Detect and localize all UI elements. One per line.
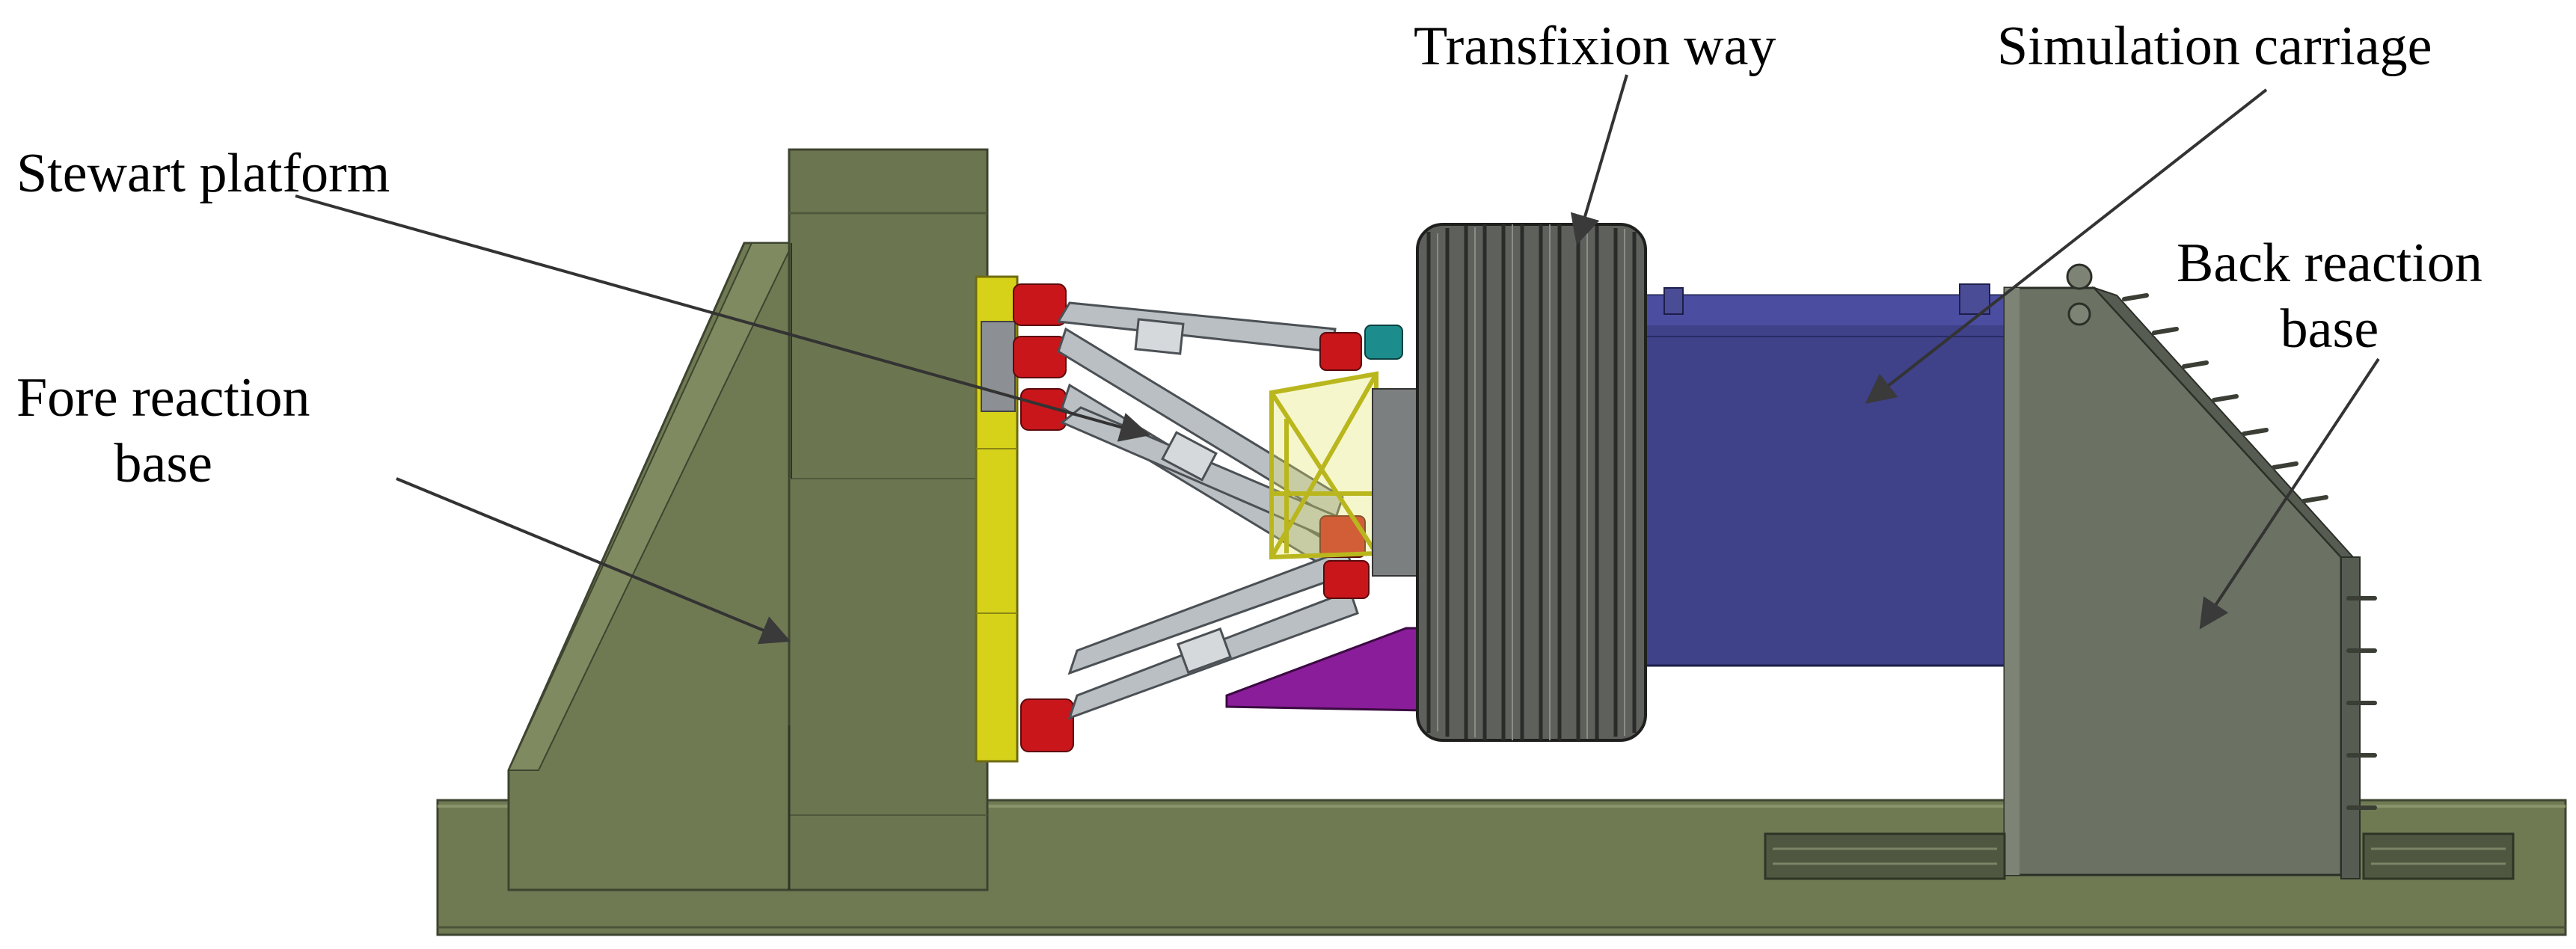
simulation-carriage [1640,283,2021,667]
back-reaction-base-label: Back reaction base [2177,230,2483,362]
stewart-leader [295,194,1150,442]
transfixion-way-label: Transfixion way [1414,16,1776,77]
back-reaction-base-label-line1: Back reaction [2177,233,2483,294]
simulation-carriage-label: Simulation carriage [1997,16,2432,77]
connector-block [1372,388,1422,577]
guide-rails [1764,832,2515,880]
stewart-platform-label: Stewart platform [16,143,390,204]
fore-reaction-base [507,148,989,891]
transfixion-leader [1570,74,1628,245]
stewart-base-plate [975,275,1019,763]
mobile-bracket [1269,371,1379,560]
fore-reaction-base-label: Fore reaction base [16,365,310,497]
fore-base-leader [396,477,791,645]
fore-reaction-base-label-line1: Fore reaction [16,367,310,429]
back-reaction-base-label-line2: base [2280,298,2379,360]
leader-lines [295,74,2380,645]
back-base-leader [2199,357,2380,630]
transfixion-way [1416,223,1647,742]
carriage-leader [1865,88,2268,404]
lower-joints [1013,283,1074,752]
back-reaction-base [2003,263,2377,879]
upper-joints [1319,325,1403,599]
fore-reaction-base-label-line2: base [114,433,212,494]
